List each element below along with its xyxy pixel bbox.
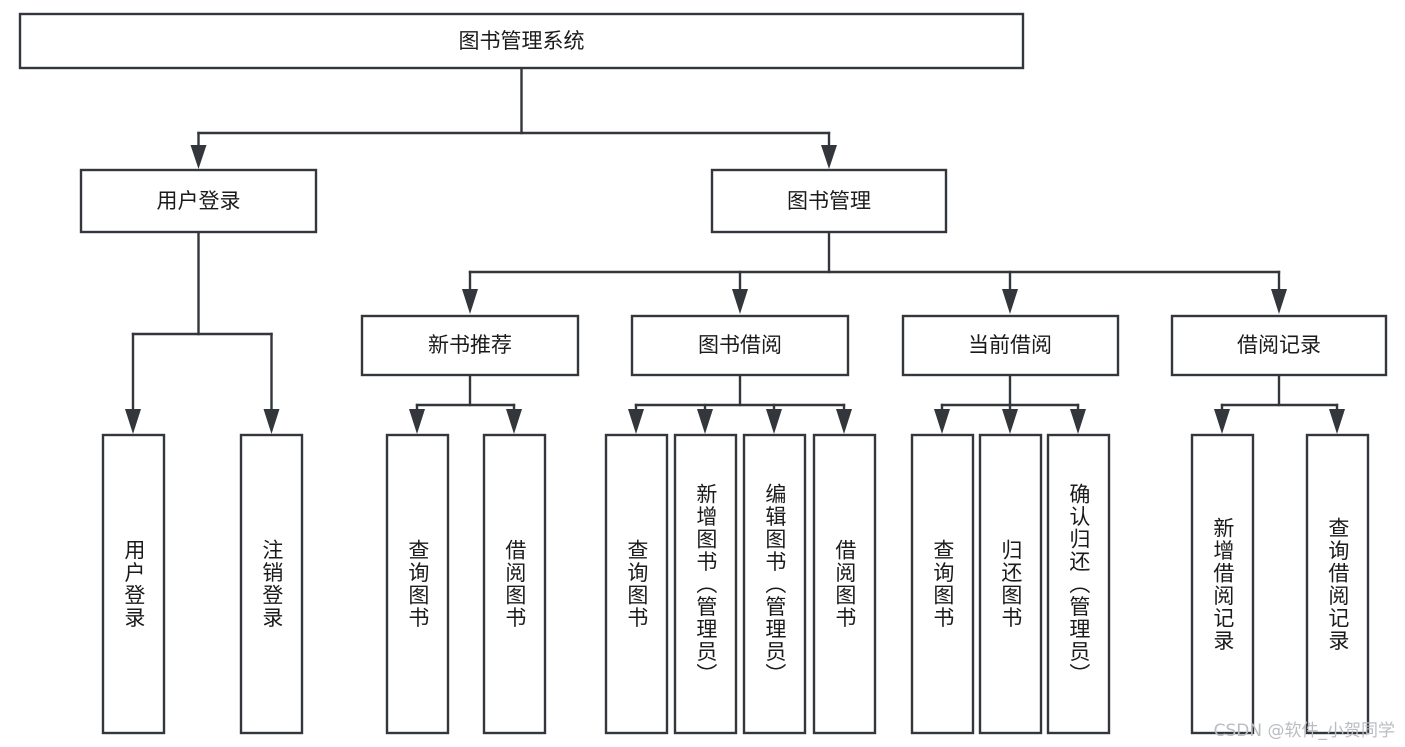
node-box-book-borrow[interactable]	[630, 314, 850, 377]
arrow-icon-leaf-borrowrecord-2	[1329, 409, 1345, 434]
arrow-icon-leaf-currentborrow-1	[934, 409, 950, 434]
node-label-current-borrow: 当前借阅	[968, 333, 1052, 357]
arrow-icon-leaf-newbook-1	[409, 409, 425, 434]
node-box-borrow-record[interactable]	[1170, 314, 1388, 377]
node-box-root[interactable]	[18, 12, 1025, 70]
connector-newbook-to-leaves	[409, 373, 522, 434]
leaf-box-borrowrecord-add[interactable]	[1190, 433, 1255, 735]
leaf-box-bookborrow-borrow[interactable]	[812, 433, 877, 735]
leaf-box-currentborrow-confirm[interactable]	[1046, 433, 1111, 735]
leaf-box-user-login-logout[interactable]	[239, 433, 304, 735]
node-box-user-login[interactable]	[79, 168, 318, 234]
arrow-icon-borrow-record	[1271, 289, 1287, 314]
node-label-book-management: 图书管理	[787, 189, 871, 213]
watermark-text: CSDN @软件_小贺同学	[1213, 721, 1395, 741]
arrow-icon-leaf-currentborrow-2	[1002, 409, 1018, 434]
arrow-icon-book-mgmt	[821, 145, 837, 169]
leaf-box-bookborrow-edit[interactable]	[742, 433, 807, 735]
arrow-icon-leaf-bookborrow-4	[836, 409, 852, 434]
arrow-icon-leaf-borrowrecord-1	[1214, 409, 1230, 434]
connector-bookborrow-to-leaves	[628, 373, 852, 434]
node-label-root: 图书管理系统	[459, 29, 585, 53]
leaf-box-newbook-borrow[interactable]	[482, 433, 547, 735]
leaf-box-currentborrow-return[interactable]	[978, 433, 1043, 735]
node-label-user-login: 用户登录	[157, 189, 241, 213]
arrow-icon-current-borrow	[1002, 289, 1018, 314]
node-label-new-book-recommend: 新书推荐	[428, 333, 512, 357]
leaf-box-bookborrow-query[interactable]	[604, 433, 669, 735]
connector-userlogin-to-leaves	[125, 230, 280, 434]
connector-borrowrecord-to-leaves	[1214, 373, 1345, 434]
node-label-borrow-record: 借阅记录	[1237, 333, 1321, 357]
arrow-icon-leaf-user-login-2	[263, 409, 280, 434]
arrow-icon-book-borrow	[732, 289, 748, 314]
arrow-icon-new-book	[462, 289, 478, 314]
leaf-box-bookborrow-add[interactable]	[673, 433, 738, 735]
node-box-book-management[interactable]	[710, 168, 948, 234]
arrow-icon-leaf-newbook-2	[506, 409, 522, 434]
leaf-box-currentborrow-query[interactable]	[910, 433, 975, 735]
leaf-box-borrowrecord-query[interactable]	[1305, 433, 1370, 735]
leaf-box-newbook-query[interactable]	[385, 433, 450, 735]
arrow-icon-leaf-user-login-1	[125, 409, 141, 434]
connector-currentborrow-to-leaves	[934, 373, 1086, 434]
connector-root-to-level2	[190, 67, 837, 169]
connector-bookmgmt-to-level3	[462, 230, 1287, 314]
leaf-box-user-login-login[interactable]	[101, 433, 166, 735]
node-label-book-borrow: 图书借阅	[698, 333, 782, 357]
arrow-icon-leaf-bookborrow-3	[766, 409, 782, 434]
arrow-icon-leaf-bookborrow-2	[697, 409, 713, 434]
node-box-current-borrow[interactable]	[901, 314, 1120, 377]
arrow-icon-leaf-bookborrow-1	[628, 409, 644, 434]
arrow-icon-user-login	[190, 145, 207, 169]
arrow-icon-leaf-currentborrow-3	[1070, 409, 1086, 434]
node-box-new-book-recommend[interactable]	[360, 314, 580, 377]
